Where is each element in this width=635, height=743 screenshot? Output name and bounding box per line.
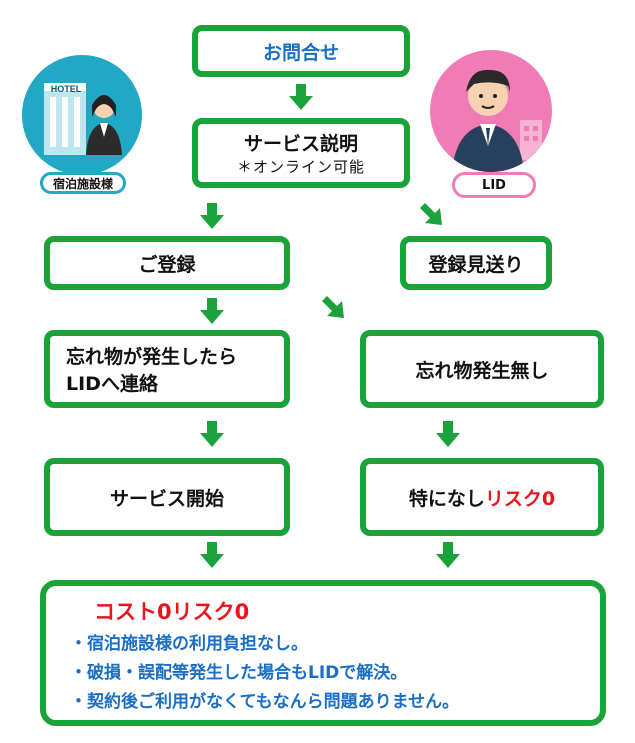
inquiry-label: お問合せ: [262, 41, 339, 64]
decline-box: 登録見送り: [400, 236, 552, 290]
no-risk-highlight: リスク0: [484, 487, 556, 510]
arrow-register-to-no-lost: [322, 296, 344, 318]
arrow-no-lost-to-no-risk: [436, 421, 460, 447]
service-explanation-note: ＊オンライン可能: [236, 158, 365, 176]
arrow-start-to-summary: [200, 542, 224, 568]
arrow-explanation-to-decline: [420, 203, 442, 225]
no-lost-item-box: 忘れ物発生無し: [360, 330, 604, 408]
businessman-icon: [430, 50, 552, 172]
lost-item-box: 忘れ物が発生したら LIDへ連絡: [44, 330, 290, 408]
summary-box: コスト0リスク0 ・宿泊施設様の利用負担なし。 ・破損・誤配等発生した場合もLI…: [40, 580, 606, 726]
lost-item-line2: LIDへ連絡: [66, 373, 158, 395]
summary-bullet-2: ・破損・誤配等発生した場合もLIDで解決。: [70, 663, 408, 683]
decline-label: 登録見送り: [428, 253, 524, 276]
arrow-lost-to-start: [200, 421, 224, 447]
lid-badge: LID: [452, 172, 536, 198]
register-label: ご登録: [138, 253, 196, 276]
lost-item-line1: 忘れ物が発生したら: [66, 346, 238, 368]
service-explanation-box: サービス説明 ＊オンライン可能: [192, 118, 410, 188]
arrow-inquiry-to-explanation: [289, 84, 313, 110]
hotel-sign: HOTEL: [50, 84, 82, 94]
summary-title: コスト0リスク0: [94, 600, 250, 624]
arrow-register-to-lost: [200, 298, 224, 324]
no-risk-label: 特になし: [408, 487, 485, 510]
summary-bullet-3: ・契約後ご利用がなくてもなんら問題ありません。: [70, 692, 460, 712]
arrow-no-risk-to-summary: [436, 542, 460, 568]
no-risk-box: 特になし リスク0: [360, 458, 604, 536]
businessman-illustration: [452, 69, 542, 172]
arrow-explanation-to-register: [200, 203, 224, 229]
service-explanation-title: サービス説明: [243, 133, 358, 155]
hotel-illustration: [44, 83, 122, 155]
inquiry-box: お問合せ: [192, 25, 410, 77]
hotel-badge: 宿泊施設様: [40, 172, 126, 194]
service-start-label: サービス開始: [109, 487, 224, 510]
service-start-box: サービス開始: [44, 458, 290, 536]
register-box: ご登録: [44, 236, 290, 290]
hotel-receptionist-icon: [22, 55, 142, 175]
summary-bullet-1: ・宿泊施設様の利用負担なし。: [70, 634, 308, 654]
no-lost-item-label: 忘れ物発生無し: [415, 359, 549, 382]
